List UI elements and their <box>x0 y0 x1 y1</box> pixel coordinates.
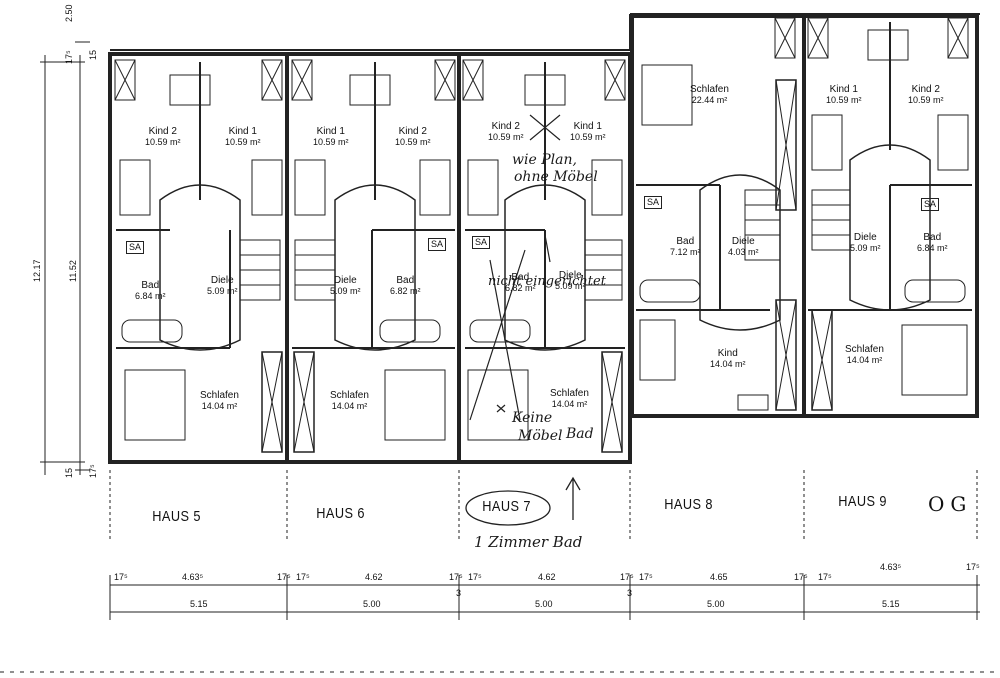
dimension-label: 17⁵ <box>639 572 653 582</box>
dimension-label: 4.62 <box>365 572 383 582</box>
dimension-mark: 3 <box>627 588 633 598</box>
dimension-label: 17⁵ <box>794 572 808 582</box>
dimension-label: 5.00 <box>363 599 381 609</box>
dimension-mark: 3 <box>456 588 462 598</box>
dimension-label: 17⁵ <box>114 572 128 582</box>
fixture-label: SA <box>428 238 447 251</box>
dimension-label: 17⁵ <box>966 562 980 572</box>
house-label: HAUS 8 <box>664 496 713 513</box>
dimension-label: 15 <box>64 467 74 478</box>
handwritten-note: ohne Möbel <box>514 169 598 185</box>
house-label: HAUS 7 <box>482 498 531 515</box>
dimension-label: 12.17 <box>32 259 42 282</box>
dimension-label: 4.63⁵ <box>182 572 204 582</box>
dimension-label: 17⁵ <box>277 572 291 582</box>
house-label: HAUS 5 <box>152 508 201 525</box>
fixture-label: SA <box>921 198 940 211</box>
dimension-label: 15 <box>88 49 98 60</box>
handwritten-note: Keine <box>512 410 553 426</box>
dimension-label: 17⁵ <box>296 572 310 582</box>
fixture-label: SA <box>644 196 663 209</box>
dimension-label: 5.15 <box>190 599 208 609</box>
dimension-label: 17⁵ <box>88 464 98 478</box>
dimension-label: 17⁵ <box>468 572 482 582</box>
dimension-label: 5.00 <box>535 599 553 609</box>
fixture-label: SA <box>472 236 491 249</box>
fixture-label: SA <box>126 241 145 254</box>
dimension-label: 2.50 <box>64 4 74 22</box>
dimension-label: 17⁵ <box>818 572 832 582</box>
dimension-label: 5.15 <box>882 599 900 609</box>
dimension-label: 17⁵ <box>449 572 463 582</box>
house-label: HAUS 9 <box>838 493 887 510</box>
dimension-label: 4.62 <box>538 572 556 582</box>
handwritten-note: 1 Zimmer Bad <box>474 533 583 551</box>
dimension-label: 11.52 <box>68 260 78 282</box>
handwritten-note: Bad <box>566 426 594 442</box>
dimension-label: 4.65 <box>710 572 728 582</box>
level-label: OG <box>928 492 973 516</box>
dimension-label: 5.00 <box>707 599 725 609</box>
dimension-label: 17⁵ <box>64 50 74 64</box>
handwritten-note: wie Plan, <box>512 152 577 168</box>
handwritten-note: Möbel <box>518 428 563 444</box>
dimension-label: 4.63⁵ <box>880 562 902 572</box>
dimension-label: 17⁵ <box>620 572 634 582</box>
handwritten-note: nicht eingerichtet <box>488 274 606 289</box>
house-label: HAUS 6 <box>316 505 365 522</box>
